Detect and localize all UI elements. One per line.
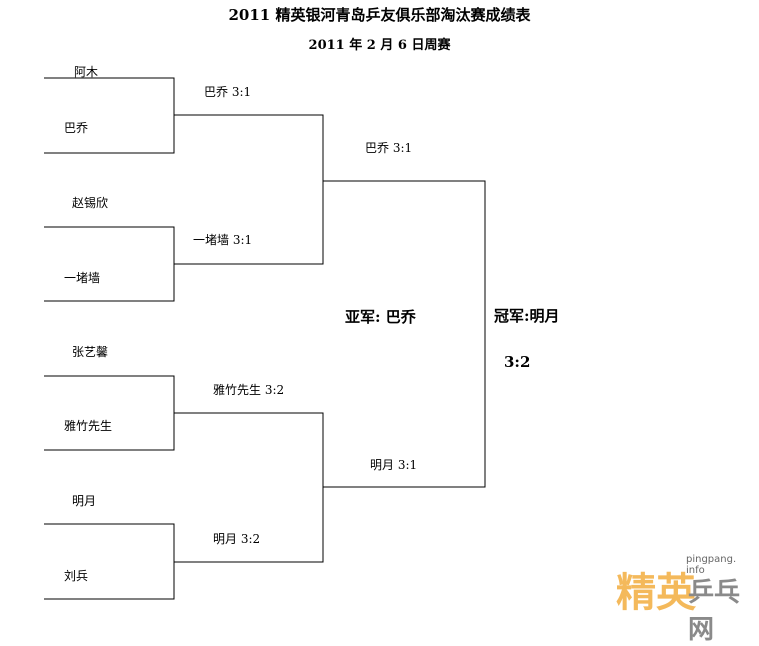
r2-result-1: 巴乔 3:1 — [365, 141, 413, 155]
player-5: 张艺馨 — [72, 345, 109, 359]
runner-up-label: 亚军: 巴乔 — [345, 308, 416, 326]
player-3: 赵锡欣 — [72, 196, 109, 210]
player-4: 一堵墙 — [64, 271, 101, 285]
final-score: 3:2 — [504, 353, 531, 371]
page-subtitle: 2011 年 2 月 6 日周赛 — [308, 38, 451, 53]
bracket-r2-top — [174, 114, 324, 265]
player-2: 巴乔 — [64, 121, 89, 135]
r1-result-3: 雅竹先生 3:2 — [213, 383, 285, 397]
bracket-r1-m4 — [44, 523, 175, 600]
watermark-site-text: 乒乓网 — [688, 578, 741, 645]
r1-result-1: 巴乔 3:1 — [204, 85, 252, 99]
watermark-logo-text: 精英 — [616, 570, 696, 616]
player-7: 明月 — [72, 494, 97, 508]
player-8: 刘兵 — [64, 569, 89, 583]
bracket-lines — [44, 77, 486, 600]
r1-result-2: 一堵墙 3:1 — [193, 233, 253, 247]
player-6: 雅竹先生 — [64, 419, 113, 433]
page-title: 2011 精英银河青岛乒友俱乐部淘汰赛成绩表 — [228, 6, 531, 24]
bracket-r1-m3 — [44, 375, 175, 451]
bracket-r1-m1 — [44, 77, 175, 154]
player-1: 阿木 — [74, 65, 99, 79]
watermark-url: pingpang. info — [686, 554, 737, 576]
champion-label: 冠军:明月 — [494, 307, 560, 325]
bracket-r1-m2 — [44, 226, 175, 302]
bracket-final — [323, 180, 486, 488]
r1-result-4: 明月 3:2 — [213, 532, 261, 546]
watermark-logo: pingpang. info 精英 乒乓网 — [598, 548, 758, 645]
r2-result-2: 明月 3:1 — [370, 458, 418, 472]
